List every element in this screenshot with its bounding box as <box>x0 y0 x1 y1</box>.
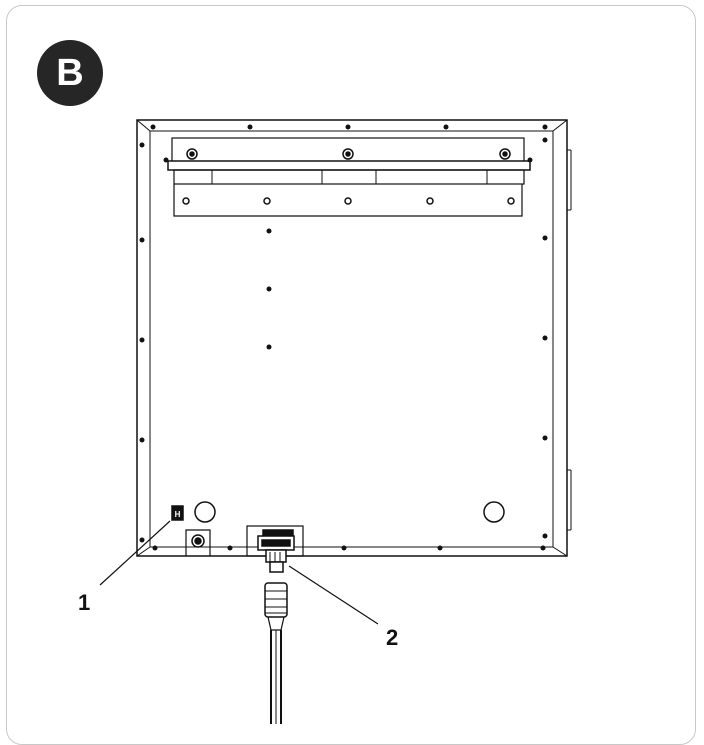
mounting-plate <box>173 184 523 217</box>
connector-h-label: H <box>175 510 181 519</box>
top-hinge-bar <box>167 160 531 171</box>
panel-outline <box>136 119 568 557</box>
callout-1: 1 <box>78 590 91 615</box>
leader-line-1 <box>99 520 171 586</box>
connector-h-box <box>171 505 184 521</box>
top-bracket-lip <box>173 169 525 185</box>
right-round-opening <box>483 501 505 523</box>
device-rear-diagram: H <box>99 119 572 724</box>
figure-badge: B <box>37 40 103 106</box>
panel-screws <box>139 124 548 551</box>
ground-terminal <box>185 529 211 556</box>
callout-2: 2 <box>386 625 399 650</box>
leader-line-2 <box>288 565 379 625</box>
left-round-opening <box>194 501 216 523</box>
cable-plug <box>264 582 288 618</box>
panel-inner-frame <box>149 130 554 548</box>
